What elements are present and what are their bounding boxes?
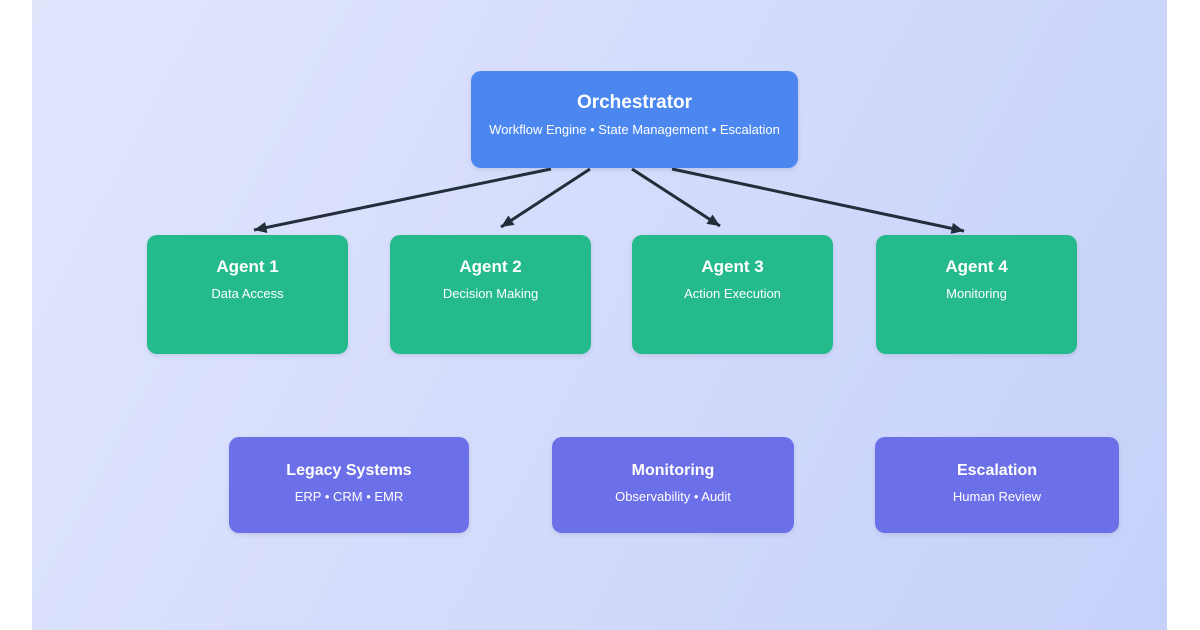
node-orchestrator: Orchestrator Workflow Engine • State Man…: [471, 71, 798, 168]
agent-4-title: Agent 4: [945, 257, 1008, 276]
escalation-title: Escalation: [956, 462, 1038, 479]
legacy-systems-subtitle: ERP • CRM • EMR: [294, 489, 404, 504]
orchestrator-title: Orchestrator: [576, 92, 693, 113]
agent-3-title: Agent 3: [701, 257, 764, 276]
arrow-orchestrator-to-agent-1: [253, 167, 552, 233]
node-agent-4: Agent 4 Monitoring: [876, 235, 1077, 354]
legacy-systems-title: Legacy Systems: [286, 462, 412, 479]
agent-4-subtitle: Monitoring: [946, 286, 1007, 301]
node-agent-1: Agent 1 Data Access: [147, 235, 348, 354]
arrow-orchestrator-to-agent-4: [671, 167, 965, 234]
node-monitoring: Monitoring Observability • Audit: [552, 437, 794, 533]
agent-1-subtitle: Data Access: [211, 286, 284, 301]
agent-2-subtitle: Decision Making: [442, 286, 539, 301]
arrow-orchestrator-to-agent-2: [500, 167, 591, 229]
node-agent-2: Agent 2 Decision Making: [390, 235, 591, 354]
agent-1-title: Agent 1: [216, 257, 279, 276]
escalation-subtitle: Human Review: [952, 489, 1042, 504]
orchestrator-subtitle: Workflow Engine • State Management • Esc…: [489, 122, 780, 137]
agent-2-title: Agent 2: [459, 257, 522, 276]
node-legacy-systems: Legacy Systems ERP • CRM • EMR: [229, 437, 469, 533]
diagram-canvas: Orchestrator Workflow Engine • State Man…: [32, 0, 1167, 630]
node-escalation: Escalation Human Review: [875, 437, 1119, 533]
agent-3-subtitle: Action Execution: [684, 286, 781, 301]
node-agent-3: Agent 3 Action Execution: [632, 235, 833, 354]
monitoring-subtitle: Observability • Audit: [615, 489, 731, 504]
arrow-orchestrator-to-agent-3: [631, 167, 721, 228]
monitoring-title: Monitoring: [631, 462, 715, 479]
